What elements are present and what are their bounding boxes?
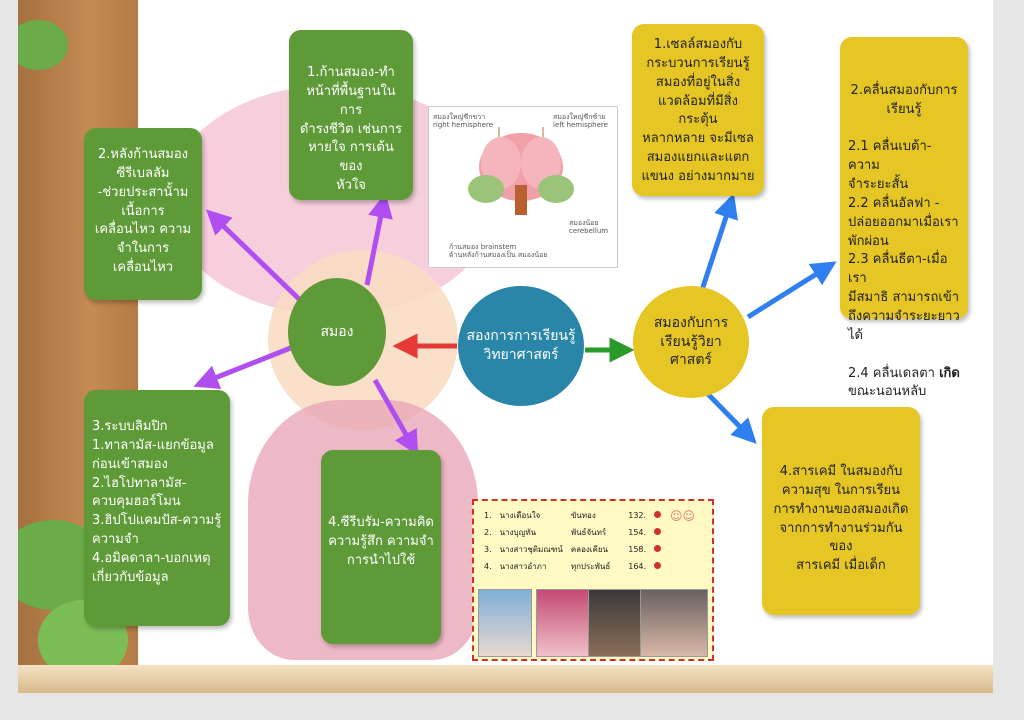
member-surname: พันธ์จันทร์ bbox=[570, 528, 607, 537]
team-members-panel: 1. นางเดือนใจ ขันทอง 132. 2. นางบุญทัน พันธ์จั… bbox=[472, 499, 714, 661]
kids-icon: ☺☺ bbox=[670, 509, 696, 523]
brain-label-cerebellum: สมองน้อย cerebellum bbox=[569, 219, 609, 236]
member-row: 1. นางเดือนใจ ขันทอง 132. bbox=[480, 507, 665, 524]
cerebrum-box: 4.ซีรีบรัม-ความคิด ความรู้สึก ความจำ การ… bbox=[321, 450, 441, 644]
member-no: 3. bbox=[484, 545, 492, 554]
brain-cells-box: 1.เซลล์สมองกับ กระบวนการเรียนรู้ สมองที่… bbox=[632, 24, 764, 196]
brain-waves-list: 2.1 คลื่นเบต้า-ความ จำระยะสั้น 2.2 คลื่น… bbox=[848, 139, 960, 343]
brain-waves-box: 2.คลื่นสมองกับการ เรียนรู้ 2.1 คลื่นเบต้… bbox=[840, 37, 968, 399]
apple-icon bbox=[650, 507, 665, 524]
member-photo bbox=[536, 589, 590, 657]
apple-icon bbox=[650, 558, 665, 575]
member-id: 158. bbox=[628, 545, 647, 554]
limbic-system-box: 3.ระบบลิมปิก 1.ทาลามัส-แยกข้อมูล ก่อนเข้… bbox=[84, 390, 230, 626]
member-id: 164. bbox=[628, 562, 647, 571]
apple-icon bbox=[650, 524, 665, 541]
member-photo bbox=[588, 589, 642, 657]
member-surname: ทุกประพันธ์ bbox=[570, 562, 611, 571]
ground-background bbox=[18, 665, 993, 693]
member-photo bbox=[478, 589, 532, 657]
leaf-decoration bbox=[18, 20, 68, 70]
brain-hub-node: สมอง bbox=[288, 278, 386, 386]
member-surname: คลองเคียน bbox=[570, 545, 609, 554]
member-id: 154. bbox=[628, 528, 647, 537]
member-no: 4. bbox=[484, 562, 492, 571]
brain-label-left-hemisphere: สมองใหญ่ซีกซ้าย left hemisphere bbox=[553, 113, 608, 130]
member-name: นางบุญทัน bbox=[499, 528, 537, 537]
member-row: 4. นางสาวอำภา ทุกประพันธ์ 164. bbox=[480, 558, 665, 575]
brain-label-right-hemisphere: สมองใหญ่ซีกขวา right hemisphere bbox=[433, 113, 494, 130]
center-topic-node: สองการการเรียนรู้ วิทยาศาสตร์ bbox=[458, 286, 584, 406]
brain-chemicals-box: 4.สารเคมี ในสมองกับ ความสุข ในการเรียน ก… bbox=[762, 407, 920, 615]
member-surname: ขันทอง bbox=[570, 511, 596, 520]
member-no: 1. bbox=[484, 511, 492, 520]
brain-waves-delta: 2.4 คลื่นเดลตา เกิด ขณะนอนหลับ bbox=[848, 365, 960, 400]
member-photo bbox=[640, 589, 708, 657]
member-row: 2. นางบุญทัน พันธ์จันทร์ 154. bbox=[480, 524, 665, 541]
brain-illustration bbox=[468, 127, 574, 215]
apple-icon bbox=[650, 541, 665, 558]
team-members-table: 1. นางเดือนใจ ขันทอง 132. 2. นางบุญทัน พันธ์จั… bbox=[480, 507, 665, 575]
member-name: นางเดือนใจ bbox=[499, 511, 541, 520]
learning-hub-node: สมองกับการ เรียนรู้วิยา ศาสตร์ bbox=[633, 286, 749, 398]
member-no: 2. bbox=[484, 528, 492, 537]
member-name: นางสาวอำภา bbox=[499, 562, 547, 571]
brain-diagram-image: สมองใหญ่ซีกขวา right hemisphere สมองใหญ่… bbox=[428, 106, 618, 268]
cerebellum-box: 2.หลังก้านสมอง ซีรีเบลลัม -ช่วยประสานั้า… bbox=[84, 128, 202, 300]
member-name: นางสาวชุติมณฑน์ bbox=[499, 545, 563, 554]
member-row: 3. นางสาวชุติมณฑน์ คลองเคียน 158. bbox=[480, 541, 665, 558]
member-id: 132. bbox=[628, 511, 647, 520]
brain-waves-title: 2.คลื่นสมองกับการ เรียนรู้ bbox=[850, 82, 958, 117]
brainstem-box: 1.ก้านสมอง-ทำ หน้าที่พื้นฐานในการ ดำรงชี… bbox=[289, 30, 413, 200]
brain-label-brainstem: ก้านสมอง brainstem ด้านหลังก้านสมองเป็น … bbox=[449, 243, 548, 260]
